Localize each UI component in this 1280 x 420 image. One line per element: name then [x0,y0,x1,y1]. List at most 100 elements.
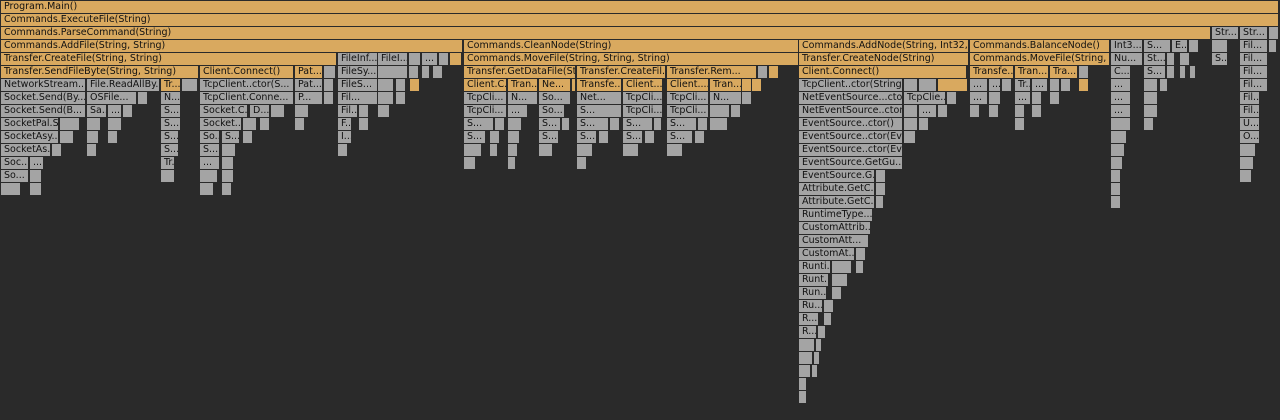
frame-unlabeled[interactable] [742,79,752,92]
frame-so[interactable]: So... [539,92,571,105]
frame-neteventsource-cto[interactable]: NetEventSource...cto... [799,92,903,105]
frame-[interactable]: ... [1015,92,1031,105]
frame-unlabeled[interactable] [490,131,500,144]
frame-unlabeled[interactable] [1240,144,1256,157]
frame-pat[interactable]: Pat... [295,66,323,79]
frame-networkstream[interactable]: NetworkStream.... [1,79,86,92]
frame-unlabeled[interactable] [508,131,520,144]
frame-unlabeled[interactable] [1061,79,1071,92]
frame-unlabeled[interactable] [1079,66,1089,79]
frame-unlabeled[interactable] [904,118,918,131]
frame-s[interactable]: S... [667,118,697,131]
frame-unlabeled[interactable] [396,79,406,92]
frame-commands-addfile-string-string[interactable]: Commands.AddFile(String, String) [1,40,463,53]
frame-[interactable]: ... [919,105,937,118]
frame-[interactable]: ... [30,157,44,170]
frame-s[interactable]: S... [1144,40,1171,53]
frame-unlabeled[interactable] [108,118,122,131]
frame-socket-c[interactable]: Socket.C... [200,105,248,118]
frame-unlabeled[interactable] [1015,105,1025,118]
frame-unlabeled[interactable] [1111,157,1123,170]
frame-s[interactable]: S... [464,131,486,144]
frame-unlabeled[interactable] [422,66,430,79]
frame-commands-movefile-string[interactable]: Commands.MoveFile(String, ... [970,53,1110,66]
frame-sa[interactable]: Sa... [87,105,107,118]
frame-unlabeled[interactable] [799,378,807,391]
frame-tcpcli[interactable]: TcpCli... [667,92,709,105]
frame-unlabeled[interactable] [731,105,741,118]
frame-tr[interactable]: Tr... [161,79,181,92]
frame-transfer-rem[interactable]: Transfer.Rem... [667,66,757,79]
frame-transfer-createfile-string-string[interactable]: Transfer.CreateFile(String, String) [1,53,337,66]
frame-d[interactable]: D... [250,105,270,118]
frame-fileinf[interactable]: FileInf... [338,53,378,66]
frame-unlabeled[interactable] [1032,92,1042,105]
frame-unlabeled[interactable] [359,105,369,118]
frame-net[interactable]: Net... [577,92,622,105]
frame-unlabeled[interactable] [260,118,270,131]
frame-unlabeled[interactable] [832,287,842,300]
frame-socketas[interactable]: SocketAs... [1,144,51,157]
frame-unlabeled[interactable] [1015,118,1025,131]
frame-s[interactable]: S... [667,131,693,144]
frame-p[interactable]: P... [295,92,323,105]
frame-unlabeled[interactable] [814,352,820,365]
frame-client[interactable]: Client.... [667,79,709,92]
frame-pat[interactable]: Pat... [295,79,323,92]
frame-unlabeled[interactable] [1144,79,1158,92]
frame-fil[interactable]: Fil... [1240,92,1260,105]
frame-[interactable]: ... [508,105,528,118]
frame-str[interactable]: Str... [1240,27,1268,40]
frame-unlabeled[interactable] [816,339,822,352]
frame-unlabeled[interactable] [243,118,257,131]
frame-s[interactable]: S... [577,105,622,118]
frame-s[interactable]: S... [200,144,220,157]
frame-unlabeled[interactable] [989,92,1001,105]
frame-unlabeled[interactable] [87,144,97,157]
frame-unlabeled[interactable] [876,183,886,196]
frame-s[interactable]: S... [623,131,643,144]
frame-[interactable]: ... [1032,79,1048,92]
frame-unlabeled[interactable] [824,300,834,313]
frame-transfer-getdatafile-st[interactable]: Transfer.GetDataFile(St... [464,66,576,79]
frame-unlabeled[interactable] [667,144,683,157]
frame-fil[interactable]: Fil... [338,105,358,118]
frame-u[interactable]: U... [1240,118,1260,131]
frame-unlabeled[interactable] [378,79,394,92]
frame-unlabeled[interactable] [295,118,305,131]
frame-unlabeled[interactable] [1240,157,1254,170]
frame-so[interactable]: So... [1,170,29,183]
frame-unlabeled[interactable] [87,118,101,131]
frame-client-connect[interactable]: Client.Connect() [200,66,294,79]
frame-unlabeled[interactable] [161,170,175,183]
frame-[interactable]: ... [989,79,1001,92]
frame-unlabeled[interactable] [378,105,390,118]
frame-tr[interactable]: Tr... [161,157,175,170]
frame-unlabeled[interactable] [799,352,813,365]
frame-customattrib[interactable]: CustomAttrib... [799,222,871,235]
frame-s[interactable]: S... [539,131,559,144]
frame-soc[interactable]: Soc... [1,157,29,170]
frame-unlabeled[interactable] [1190,66,1196,79]
frame-fil[interactable]: Fil... [1240,53,1268,66]
frame-n[interactable]: N... [161,92,181,105]
frame-transfer-sendfilebyte-string-string[interactable]: Transfer.SendFileByte(String, String) [1,66,199,79]
frame-unlabeled[interactable] [610,118,620,131]
frame-unlabeled[interactable] [742,92,752,105]
frame-unlabeled[interactable] [876,170,886,183]
frame-unlabeled[interactable] [695,131,705,144]
frame-fil[interactable]: Fil... [1240,66,1268,79]
frame-unlabeled[interactable] [938,105,948,118]
frame-unlabeled[interactable] [1111,118,1131,131]
frame-unlabeled[interactable] [378,66,408,79]
frame-tcpclient-ctor-string-int32[interactable]: TcpClient..ctor(String, Int32) [799,79,903,92]
frame-unlabeled[interactable] [87,131,99,144]
frame-transfer-createnode-string[interactable]: Transfer.CreateNode(String) [799,53,969,66]
frame-unlabeled[interactable] [409,66,419,79]
frame-unlabeled[interactable] [396,92,406,105]
frame-client-connect[interactable]: Client.Connect() [799,66,967,79]
frame-s[interactable]: S... [539,118,561,131]
frame-filesy[interactable]: FileSy... [338,66,378,79]
frame-unlabeled[interactable] [654,118,662,131]
frame-unlabeled[interactable] [799,365,811,378]
